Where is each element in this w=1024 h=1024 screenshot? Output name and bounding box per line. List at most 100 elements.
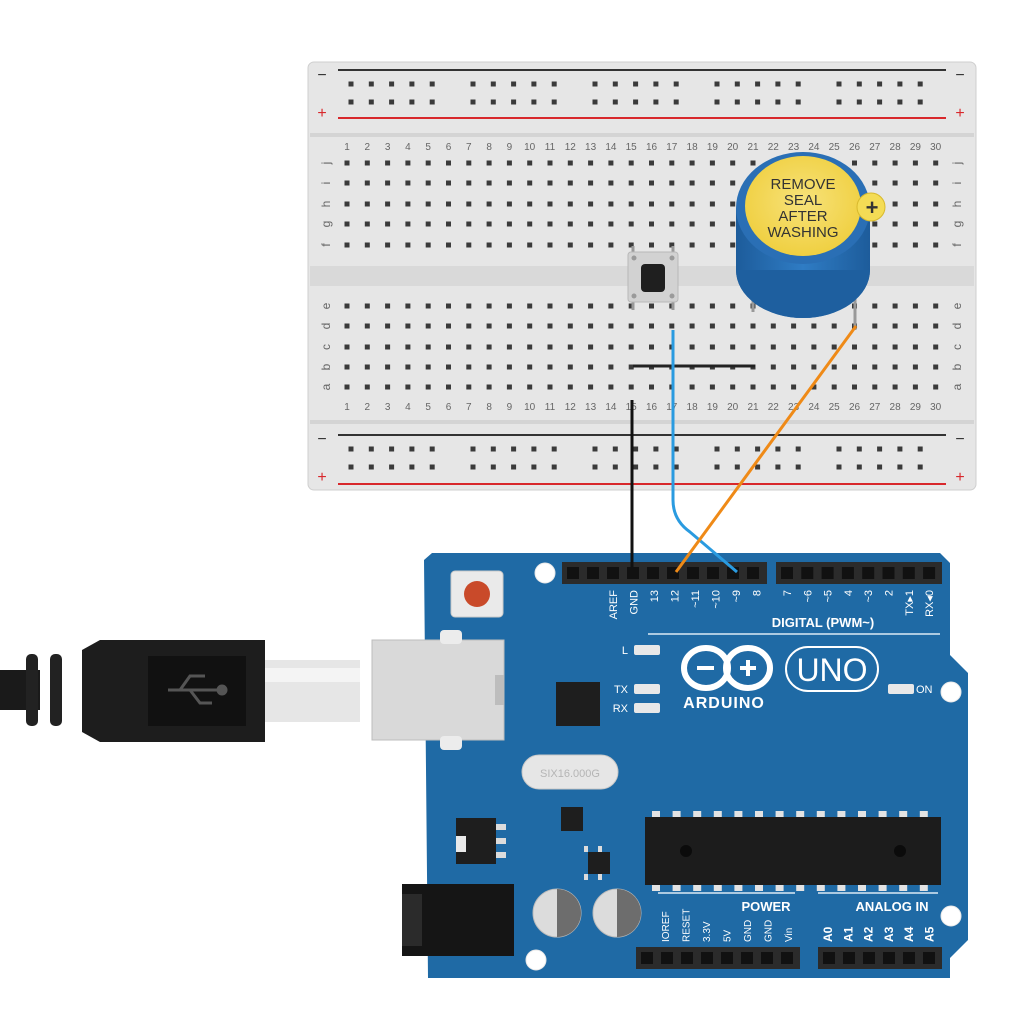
header-socket[interactable]: [923, 567, 936, 579]
header-socket[interactable]: [781, 952, 793, 964]
header-socket[interactable]: [567, 567, 579, 579]
chip-pin: [837, 811, 846, 819]
column-label: 16: [646, 402, 658, 413]
wire-orange-pin12: [674, 325, 858, 573]
header-socket[interactable]: [687, 567, 699, 579]
breadboard-hole: [588, 160, 594, 166]
header-socket[interactable]: [607, 567, 619, 579]
header-socket[interactable]: [707, 567, 719, 579]
power-pin-label: 5V: [723, 929, 734, 942]
rail-hole: [775, 446, 781, 452]
breadboard-hole: [527, 364, 533, 370]
header-socket[interactable]: [823, 952, 835, 964]
rail-hole: [653, 446, 659, 452]
breadboard-hole: [466, 384, 472, 390]
column-label: 11: [545, 402, 556, 413]
rail-hole: [511, 99, 517, 105]
header-socket[interactable]: [587, 567, 599, 579]
chip-pin: [796, 883, 805, 891]
rail-hole: [755, 81, 761, 87]
led-tx: [634, 684, 660, 694]
header-socket[interactable]: [841, 567, 854, 579]
header-socket[interactable]: [681, 952, 693, 964]
header-socket[interactable]: [781, 567, 793, 579]
header-socket[interactable]: [902, 567, 915, 579]
breadboard-hole: [364, 384, 370, 390]
pin-label: ~6: [802, 590, 814, 603]
header-socket[interactable]: [747, 567, 759, 579]
breadboard-hole: [649, 180, 654, 186]
breadboard-hole: [709, 323, 715, 329]
column-label: 16: [646, 142, 658, 153]
reset-button-cap[interactable]: [464, 581, 490, 607]
header-socket[interactable]: [862, 567, 875, 579]
header-socket[interactable]: [801, 567, 814, 579]
header-socket[interactable]: [882, 567, 895, 579]
column-label: 6: [446, 142, 452, 153]
column-label: 26: [849, 142, 861, 153]
breadboard-hole: [872, 344, 878, 350]
row-label: b: [950, 363, 964, 370]
header-socket[interactable]: [821, 567, 834, 579]
rail-hole: [653, 81, 659, 87]
column-label: 28: [890, 142, 902, 153]
breadboard-hole: [405, 160, 411, 166]
breadboard-hole: [811, 384, 817, 390]
breadboard-hole: [689, 303, 695, 309]
chip-pin: [775, 883, 784, 891]
breadboard-hole: [588, 323, 594, 329]
breadboard-hole: [405, 180, 411, 186]
breadboard-hole: [811, 344, 817, 350]
header-socket[interactable]: [721, 952, 733, 964]
rail-hole: [612, 99, 618, 105]
header-socket[interactable]: [761, 952, 773, 964]
rail-hole: [897, 464, 903, 470]
rail-hole: [592, 81, 598, 87]
header-socket[interactable]: [863, 952, 875, 964]
rail-hole: [917, 446, 923, 452]
chip-pin: [755, 883, 763, 891]
header-socket[interactable]: [661, 952, 673, 964]
breadboard-hole: [446, 242, 451, 248]
rail-hole: [633, 99, 639, 105]
rail-hole: [856, 464, 862, 470]
rail-hole: [531, 464, 537, 470]
breadboard-hole: [385, 323, 391, 329]
pushbutton-cap[interactable]: [641, 264, 665, 292]
breadboard-hole: [567, 221, 573, 227]
breadboard-hole: [770, 344, 776, 350]
breadboard-hole: [770, 364, 776, 370]
power-pin-label: GND: [764, 920, 775, 942]
breadboard-hole: [689, 221, 695, 227]
rail-hole: [389, 464, 395, 470]
header-socket[interactable]: [843, 952, 855, 964]
breadboard-hole: [446, 344, 451, 350]
header-socket[interactable]: [883, 952, 895, 964]
rail-plus-symbol: +: [955, 469, 964, 486]
chip-pin: [919, 811, 928, 819]
header-socket[interactable]: [701, 952, 713, 964]
header-socket[interactable]: [741, 952, 753, 964]
pin-label: 8: [752, 590, 764, 596]
pin-label: ~9: [731, 590, 743, 603]
header-socket[interactable]: [641, 952, 653, 964]
column-label: 27: [869, 142, 881, 153]
analog-pin-label: A0: [821, 926, 835, 942]
rail-plus-symbol: +: [317, 105, 326, 122]
rail-hole: [490, 99, 496, 105]
pushbutton[interactable]: [627, 246, 679, 310]
breadboard-hole: [425, 364, 431, 370]
pin-label: RX◂0: [924, 590, 936, 617]
rail-hole: [348, 99, 354, 105]
breadboard-hole: [506, 303, 512, 309]
header-socket[interactable]: [627, 567, 639, 579]
breadboard-hole: [872, 323, 878, 329]
breadboard-hole: [669, 201, 675, 207]
chip-pin: [858, 811, 866, 819]
header-socket[interactable]: [903, 952, 915, 964]
rail-hole: [633, 81, 639, 87]
led-label-on: ON: [916, 684, 933, 696]
breadboard-hole: [912, 221, 918, 227]
header-socket[interactable]: [647, 567, 659, 579]
header-socket[interactable]: [923, 952, 935, 964]
